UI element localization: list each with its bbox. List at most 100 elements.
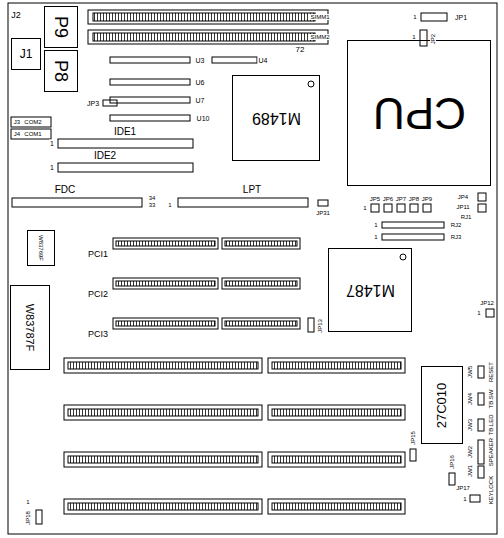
part-label: JP9: [421, 196, 433, 202]
simm-slot: [88, 10, 328, 24]
jumper: [410, 449, 416, 461]
jumper: [449, 473, 455, 485]
part-label: 1: [25, 499, 30, 505]
com-header: [11, 129, 51, 139]
fdc-header: [12, 198, 142, 207]
part-label: JP4: [457, 194, 469, 200]
chipset: M1487: [328, 248, 412, 332]
part-label: 27C010: [436, 382, 449, 428]
part-label: 1: [362, 205, 367, 211]
slot-contacts: [68, 362, 258, 369]
part-label: RJ1: [460, 214, 473, 220]
slot-contacts: [272, 409, 401, 416]
panel-header: [478, 466, 484, 478]
board-outline: [8, 3, 497, 534]
part-label: TB.LED: [488, 413, 494, 436]
part-label: U6: [195, 79, 206, 86]
keyboard-connector: J1: [11, 38, 41, 70]
jumper: [371, 204, 379, 212]
jumper: [318, 200, 328, 206]
isa-slot: [268, 499, 405, 514]
jumper: [103, 100, 117, 106]
slot-contacts: [116, 241, 215, 246]
part-label: JP1: [454, 14, 468, 21]
part-label: RJ3: [450, 234, 463, 240]
slot-contacts: [116, 321, 215, 326]
part-label: KEYLOCK: [488, 475, 494, 505]
part-label: 1: [373, 222, 378, 228]
panel-header: [478, 393, 484, 405]
part-label: U10: [196, 115, 211, 122]
part-label: W83769F: [38, 235, 44, 261]
slot-contacts: [68, 456, 258, 463]
part-label: IDE2: [93, 151, 117, 161]
part-label: COM1: [23, 131, 42, 137]
slot-contacts: [272, 456, 401, 463]
isa-slot: [268, 452, 405, 467]
part-label: 1: [462, 496, 467, 502]
io-chip: W83787F: [10, 285, 50, 370]
part-label: JP11: [455, 204, 470, 210]
panel-header: [478, 419, 484, 431]
part-label: J3: [13, 119, 21, 125]
pci-slot: [113, 318, 218, 329]
pin1-mark: [308, 81, 314, 87]
chipset: M1489: [232, 75, 320, 161]
part-label: JW4: [467, 392, 473, 406]
part-label: 1: [49, 164, 55, 171]
slot-contacts: [225, 281, 297, 286]
part-label: JW5: [467, 365, 473, 379]
com-header: [11, 117, 51, 127]
part-label: 33: [148, 202, 157, 208]
jumper: [470, 495, 480, 502]
part-label: 1: [412, 14, 417, 20]
part-label: JW3: [467, 418, 473, 432]
pci-slot: [222, 278, 300, 289]
part-label: JP18: [25, 510, 31, 526]
cpu-socket: CPU: [347, 40, 491, 186]
part-label: JP8: [408, 196, 420, 202]
pci-slot: [113, 278, 218, 289]
jumper: [36, 510, 42, 524]
part-label: P8: [52, 60, 70, 82]
part-label: SIMM1: [309, 14, 330, 20]
part-label: TB.SW: [488, 389, 494, 410]
io-chip: W83769F: [27, 230, 55, 266]
part-label: SIMM2: [309, 34, 330, 40]
jumper: [397, 204, 405, 212]
part-label: JW2: [467, 445, 473, 459]
part-label: 1: [167, 202, 172, 208]
part-label: 1: [49, 140, 55, 147]
part-label: J2: [10, 11, 22, 20]
part-label: FDC: [54, 185, 77, 195]
part-label: PCI2: [87, 290, 109, 299]
part-label: RESET: [488, 361, 494, 383]
part-label: CPU: [373, 91, 466, 135]
slot-contacts: [225, 241, 297, 246]
part-label: M1487: [346, 282, 395, 298]
slot-contacts: [68, 503, 258, 510]
isa-slot: [64, 452, 262, 467]
part-label: JP2: [430, 33, 436, 45]
part-label: J1: [20, 48, 33, 60]
part-label: 72: [295, 46, 306, 54]
power-connector: P8: [44, 50, 78, 92]
isa-slot: [64, 405, 262, 420]
part-label: RJ2: [450, 222, 463, 228]
pin1-mark: [400, 254, 406, 260]
slot-contacts: [272, 362, 401, 369]
bios-chip: 27C010: [421, 366, 463, 444]
power-connector: P9: [44, 6, 78, 48]
part-label: JP17: [455, 485, 471, 491]
slot-contacts: [116, 281, 215, 286]
slot-contacts: [225, 321, 297, 326]
part-label: IDE1: [113, 127, 137, 137]
part-label: SPEAKER: [488, 437, 494, 467]
part-label: U7: [195, 97, 206, 104]
part-label: 1: [373, 234, 378, 240]
part-label: JP3: [86, 100, 100, 107]
rj-header: [382, 234, 444, 240]
part-label: COM2: [23, 119, 42, 125]
isa-slot: [268, 405, 405, 420]
part-label: JP6: [382, 196, 394, 202]
